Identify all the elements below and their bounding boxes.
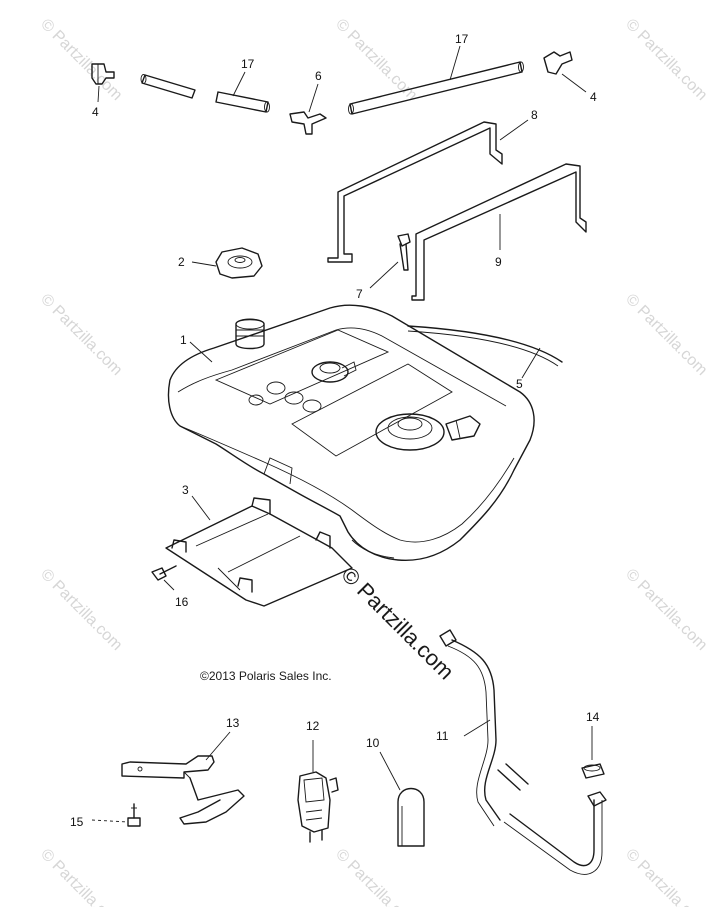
callout-2: 2	[178, 255, 185, 269]
leader-17-left	[232, 71, 246, 97]
callout-10: 10	[366, 736, 380, 750]
callout-5: 5	[516, 377, 523, 391]
watermark-mid-right: © Partzilla.com	[622, 291, 709, 379]
part-2-fuel-cap[interactable]	[215, 247, 263, 279]
callout-13: 13	[226, 716, 240, 730]
watermark-center: © Partzilla.com	[336, 562, 459, 685]
part-17-hose-short[interactable]	[140, 74, 270, 113]
part-13-bracket[interactable]	[121, 755, 245, 825]
watermark-lower-right: © Partzilla.com	[622, 566, 709, 654]
leader-3	[191, 495, 211, 521]
watermark-top-left: © Partzilla.com	[37, 16, 125, 104]
watermark-bottom-right: © Partzilla.com	[622, 846, 709, 907]
part-1-fuel-tank[interactable]	[167, 304, 535, 562]
leader-13	[205, 731, 231, 761]
leader-16	[163, 579, 175, 591]
callout-1: 1	[180, 333, 187, 347]
callout-9: 9	[495, 255, 502, 269]
callout-14: 14	[586, 710, 600, 724]
callout-6: 6	[315, 69, 322, 83]
part-6-tee-fitting[interactable]	[289, 111, 327, 135]
part-15-bolt[interactable]	[127, 803, 141, 827]
callout-8: 8	[531, 108, 538, 122]
leader-4-right	[561, 73, 587, 93]
callout-17-left: 17	[241, 57, 255, 71]
watermark-mid-left: © Partzilla.com	[37, 291, 125, 379]
leader-8	[499, 119, 529, 141]
leader-10	[379, 751, 401, 791]
leader-5	[521, 347, 541, 379]
part-4-fitting-left[interactable]	[91, 63, 115, 85]
part-12-connector[interactable]	[297, 771, 339, 843]
part-3-heat-shield[interactable]	[165, 497, 353, 607]
callout-17-right: 17	[455, 32, 469, 46]
leader-11	[463, 719, 491, 737]
callout-4-left: 4	[92, 105, 99, 119]
leader-1	[189, 341, 213, 363]
part-7-bolt[interactable]	[397, 233, 411, 271]
part-14-clamp[interactable]	[581, 763, 605, 779]
part-11-fuel-line[interactable]	[439, 629, 607, 875]
leader-15	[91, 819, 129, 823]
watermark-group: © Partzilla.com © Partzilla.com © Partzi…	[37, 16, 709, 907]
watermark-bottom-center: © Partzilla.com	[332, 846, 420, 907]
callout-7: 7	[356, 287, 363, 301]
watermark-top-right: © Partzilla.com	[622, 16, 709, 104]
leader-6	[308, 83, 319, 113]
callout-16: 16	[175, 595, 189, 609]
part-8-tank-strap[interactable]	[327, 121, 503, 263]
leader-2	[191, 261, 217, 267]
callout-3: 3	[182, 483, 189, 497]
watermark-bottom-left: © Partzilla.com	[37, 846, 125, 907]
leader-17-right	[449, 45, 461, 81]
leader-4-left	[97, 85, 100, 103]
part-10-cap-boot[interactable]	[397, 787, 425, 847]
watermark-lower-left: © Partzilla.com	[37, 566, 125, 654]
part-17-hose-long[interactable]	[348, 61, 524, 115]
callout-11: 11	[436, 729, 449, 743]
callout-12: 12	[306, 719, 320, 733]
callout-4-right: 4	[590, 90, 597, 104]
watermark-top-center: © Partzilla.com	[332, 16, 420, 104]
leader-7	[369, 261, 399, 289]
part-5-vent-line[interactable]	[407, 325, 563, 367]
part-16-bolt[interactable]	[151, 565, 177, 581]
part-9-tank-strap[interactable]	[411, 163, 587, 301]
part-4-fitting-right[interactable]	[543, 51, 573, 75]
callout-15: 15	[70, 815, 84, 829]
copyright-notice: ©2013 Polaris Sales Inc.	[200, 669, 332, 683]
